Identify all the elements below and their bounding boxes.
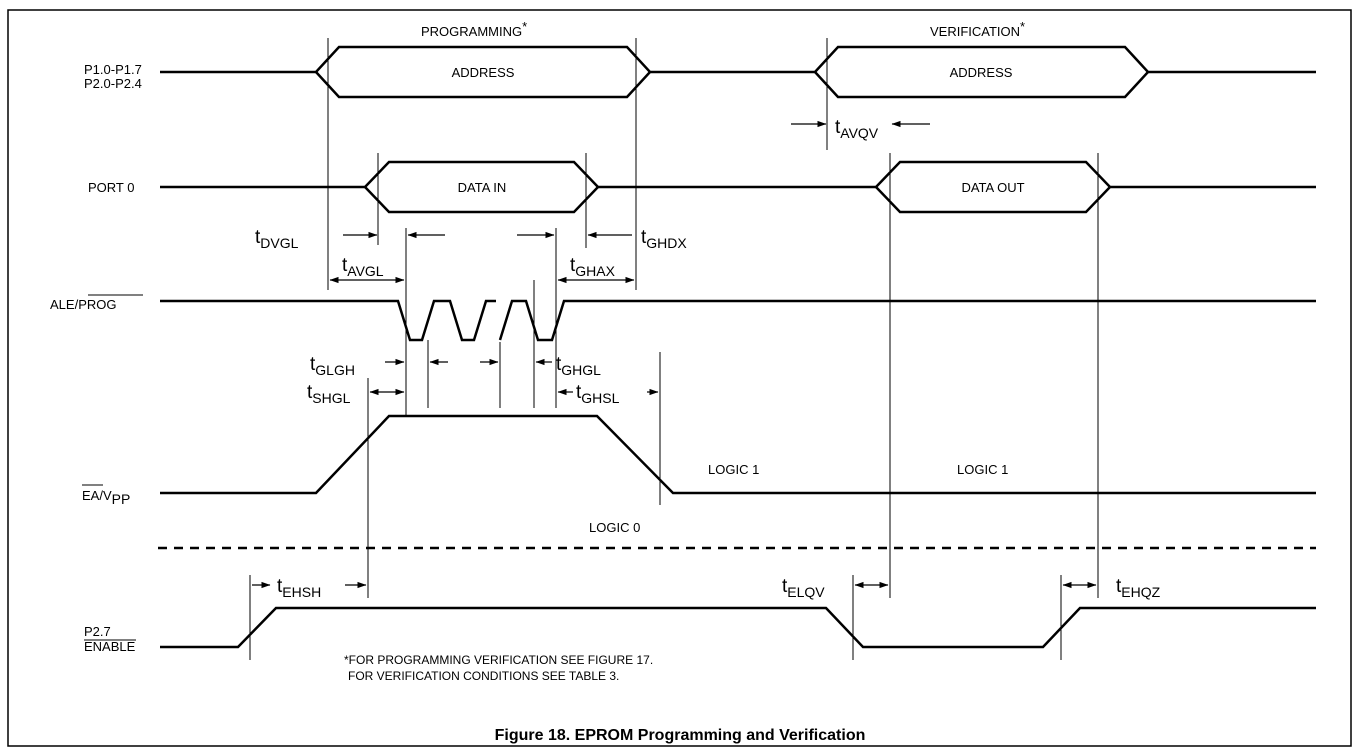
logic0-label: LOGIC 0 xyxy=(589,520,640,535)
note-line-1: *FOR PROGRAMMING VERIFICATION SEE FIGURE… xyxy=(344,653,653,667)
param-tghsl: tGHSL xyxy=(576,382,620,406)
waveform-ea-vpp xyxy=(160,414,1316,495)
logic1-a-label: LOGIC 1 xyxy=(708,462,759,477)
figure-caption: Figure 18. EPROM Programming and Verific… xyxy=(495,727,866,744)
data-in-label: DATA IN xyxy=(458,180,507,195)
signal-label-ea-vpp: EA/VPP xyxy=(82,488,130,507)
phase-verification: VERIFICATION* xyxy=(930,19,1025,39)
waveform-address xyxy=(160,45,1316,99)
param-tghgl: tGHGL xyxy=(556,354,601,378)
signal-label-enable: ENABLE xyxy=(84,639,136,654)
param-tehsh: tEHSH xyxy=(277,576,321,600)
param-tdvgl: tDVGL xyxy=(255,227,299,251)
phase-programming: PROGRAMMING* xyxy=(421,19,527,39)
figure-border xyxy=(7,9,1352,747)
param-tavgl: tAVGL xyxy=(342,255,384,279)
param-tehqz: tEHQZ xyxy=(1116,576,1161,600)
signal-label-p27: P2.7 xyxy=(84,624,111,639)
waveform-port0 xyxy=(160,160,1316,214)
waveform-ale-prog xyxy=(160,299,1316,342)
note-line-2: FOR VERIFICATION CONDITIONS SEE TABLE 3. xyxy=(348,669,619,683)
param-telqv: tELQV xyxy=(782,576,825,600)
param-tavqv: tAVQV xyxy=(835,117,879,141)
data-out-label: DATA OUT xyxy=(961,180,1024,195)
param-tshgl: tSHGL xyxy=(307,382,351,406)
logic1-b-label: LOGIC 1 xyxy=(957,462,1008,477)
timing-arrows xyxy=(252,120,1097,589)
address-verif-label: ADDRESS xyxy=(950,65,1013,80)
address-prog-label: ADDRESS xyxy=(452,65,515,80)
signal-label-p1: P1.0-P1.7 xyxy=(84,62,142,77)
signal-label-ale-prog: ALE/PROG xyxy=(50,297,116,312)
guide-lines xyxy=(249,38,1099,660)
signal-label-port0: PORT 0 xyxy=(88,180,134,195)
param-tghax: tGHAX xyxy=(570,255,616,279)
signal-label-p2: P2.0-P2.4 xyxy=(84,76,142,91)
param-tglgh: tGLGH xyxy=(310,354,355,378)
waveform-p27-enable xyxy=(160,606,1316,649)
param-tghdx: tGHDX xyxy=(641,227,687,251)
